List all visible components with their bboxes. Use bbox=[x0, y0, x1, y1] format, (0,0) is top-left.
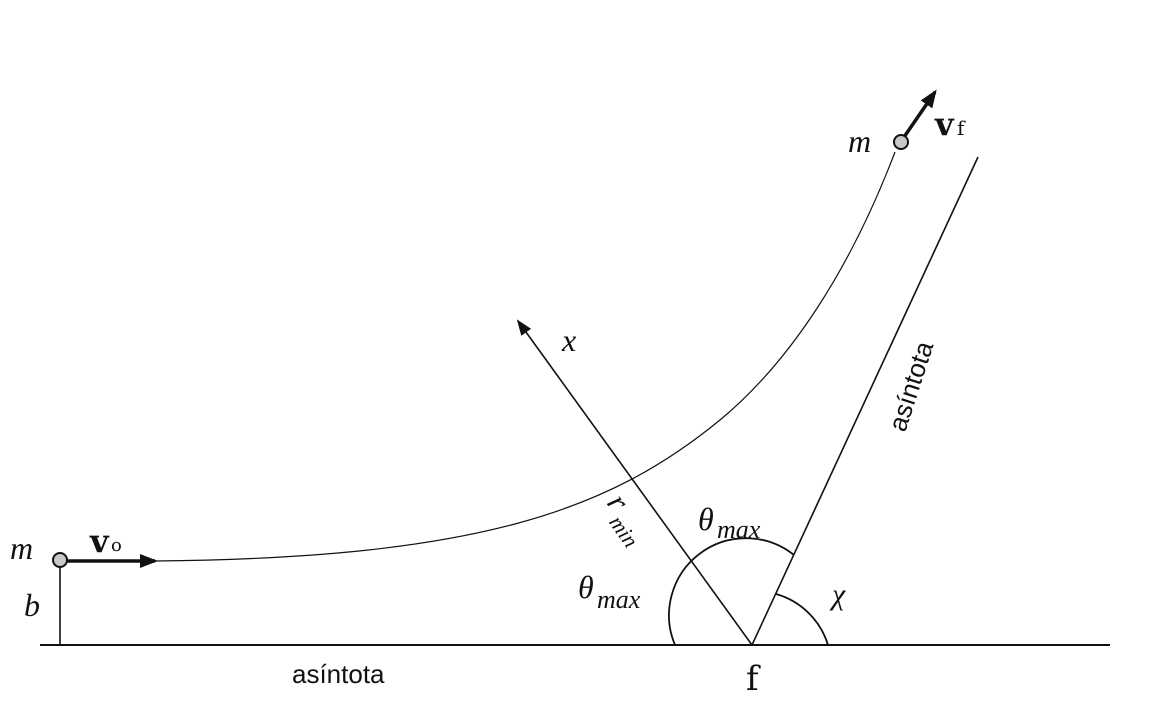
velocity-final-symbol: v bbox=[934, 105, 955, 143]
r-min-symbol: r bbox=[600, 486, 637, 517]
theta-max-left-subscript: max bbox=[597, 585, 641, 614]
impact-parameter-label: b bbox=[24, 587, 40, 623]
theta-max-right-subscript: max bbox=[717, 515, 761, 544]
trajectory-curve bbox=[154, 151, 896, 562]
x-axis-line bbox=[516, 319, 753, 646]
velocity-final-subscript: f bbox=[957, 116, 966, 140]
r-min-subscript: min bbox=[604, 511, 643, 552]
theta-max-left-symbol: θ bbox=[578, 569, 594, 605]
initial-mass-point bbox=[52, 552, 68, 568]
right-asymptote-label: asíntota bbox=[882, 337, 939, 435]
velocity-initial-symbol: v bbox=[89, 522, 110, 560]
chi-label: χ bbox=[829, 578, 846, 611]
theta-max-right-symbol: θ bbox=[698, 501, 714, 537]
focus-label: f bbox=[746, 659, 761, 699]
mass-initial-label: m bbox=[10, 530, 33, 566]
final-velocity-arrow bbox=[900, 89, 937, 141]
chi-arc bbox=[775, 593, 829, 646]
velocity-initial-subscript: o bbox=[111, 535, 122, 556]
final-mass-point bbox=[893, 134, 909, 150]
mass-final-label: m bbox=[848, 123, 871, 159]
theta-max-arc bbox=[668, 537, 795, 646]
r-min-label: r min bbox=[600, 486, 643, 552]
bottom-asymptote-label: asíntota bbox=[292, 659, 385, 689]
x-axis-label: x bbox=[561, 322, 576, 358]
right-asymptote-line bbox=[751, 156, 979, 646]
